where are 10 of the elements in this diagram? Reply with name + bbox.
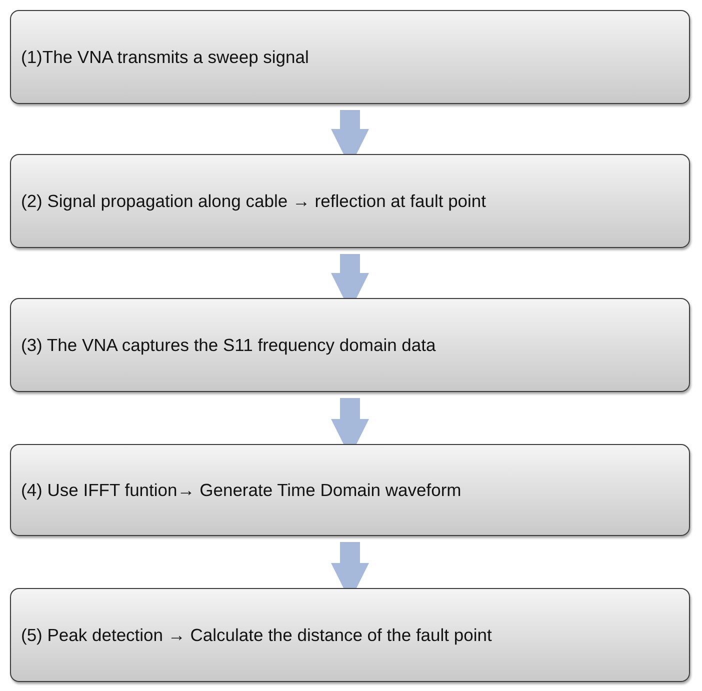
step-text: (5) Peak detection → Calculate the distance of the fault point [21,624,492,646]
process-box [10,588,690,682]
process-box [10,10,690,104]
step-text: (1)The VNA transmits a sweep signal [21,46,309,68]
step-text: (3) The VNA captures the S11 frequency domain data [21,334,436,356]
process-box [10,298,690,392]
step-text: (4) Use IFFT funtion→ Generate Time Domain waveform [21,480,462,500]
step-text: (2) Signal propagation along cable → reflection at fault point [21,190,486,212]
process-box [10,444,690,536]
process-box [10,154,690,248]
